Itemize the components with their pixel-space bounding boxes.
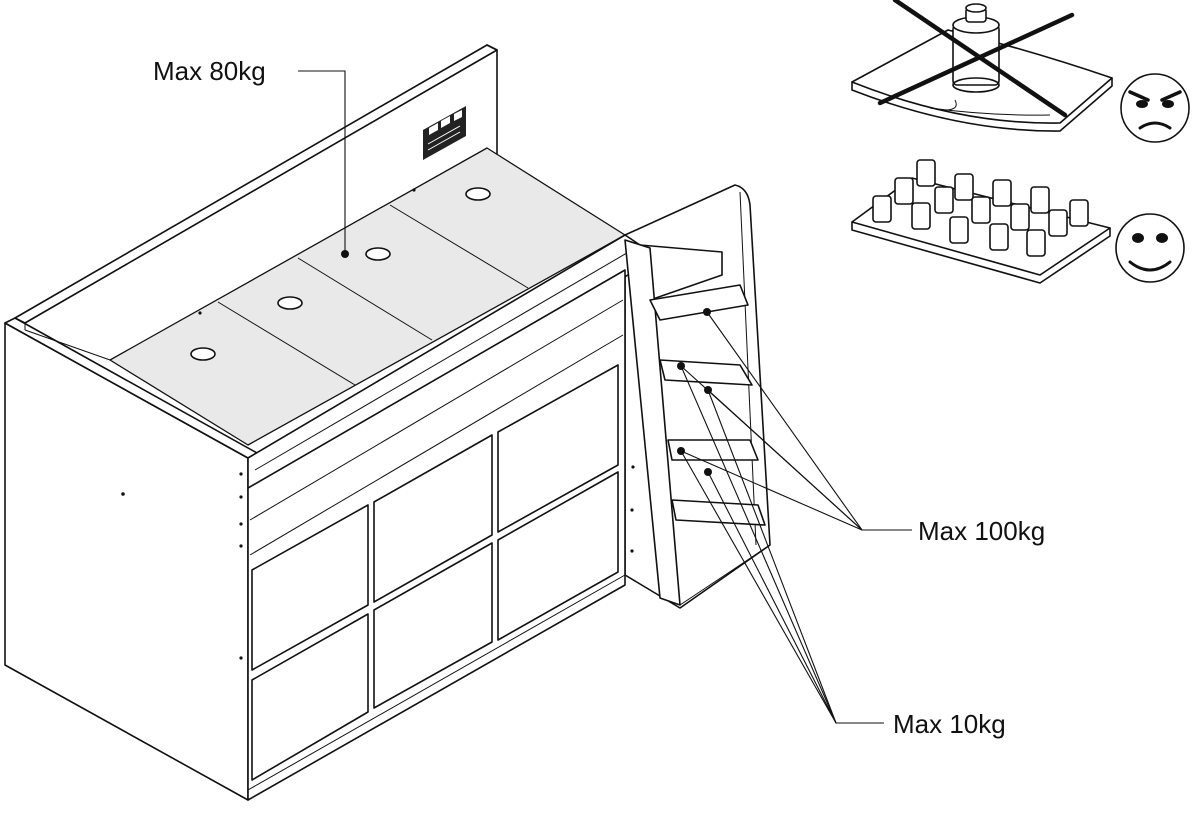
max-10kg-label: Max 10kg xyxy=(893,709,1006,739)
drawer xyxy=(497,471,619,641)
max-100kg-label: Max 100kg xyxy=(918,516,1046,546)
drawer xyxy=(251,504,369,671)
single-heavy-weight-icon xyxy=(851,0,1113,132)
step-shelf xyxy=(649,284,749,321)
warning-sticker xyxy=(423,106,466,160)
smiling-face-icon xyxy=(1115,213,1185,283)
drawer xyxy=(373,434,493,603)
slat-hole xyxy=(277,296,303,310)
drawer xyxy=(373,542,493,709)
slat-hole xyxy=(465,187,491,201)
screw-dots xyxy=(121,188,635,660)
shelf-ladder-unit xyxy=(624,239,771,606)
drawer xyxy=(251,613,369,781)
max-80kg-label: Max 80kg xyxy=(153,56,266,86)
distributed-weights-icon xyxy=(851,159,1111,284)
cabin-bed xyxy=(4,44,771,801)
angry-face-icon xyxy=(1120,73,1190,143)
leader-lines xyxy=(298,70,912,724)
drawer xyxy=(497,364,619,533)
load-point-dot xyxy=(341,250,349,258)
slat-hole xyxy=(190,347,216,361)
slat-hole xyxy=(365,247,391,261)
